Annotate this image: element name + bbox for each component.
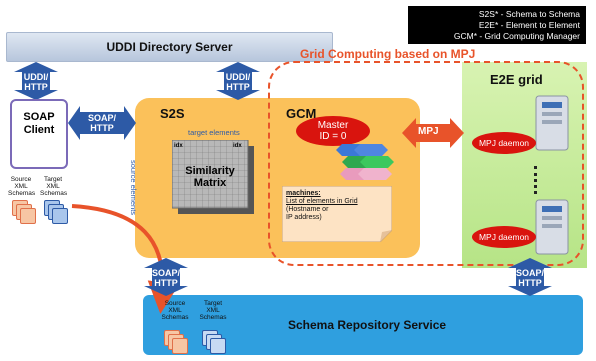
uddi-http-label-left: UDDI/ HTTP [23,72,49,92]
client-source-schema-stack-icon [12,200,36,224]
soap-http-label-client: SOAP/ HTTP [87,113,116,133]
machines-note-text: machines: List of elements in Grid (Host… [286,190,358,222]
legend-line-gcm: GCM* - Grid Computing Manager [453,31,580,41]
repo-source-schemas-label: Source XML Schemas [161,300,189,321]
client-source-schemas-label: Source XML Schemas [8,176,36,197]
mpj-arrow [402,118,464,148]
s2s-label: S2S [160,106,185,121]
machines-line1: List of elements in Grid [286,198,358,205]
master-label: Master [317,120,349,131]
repo-target-schemas-label: Target XML Schemas [199,300,227,321]
machines-line2: (Hostname or [286,206,329,213]
repo-source-schema-stack-icon [164,330,190,356]
grid-title: Grid Computing based on MPJ [300,47,476,61]
uddi-http-arrow-left [14,62,58,100]
mpj-daemon-2: MPJ daemon [472,226,536,248]
mpj-label: MPJ [418,126,439,137]
hexagon-stack-icon [336,144,394,180]
similarity-matrix [172,140,254,214]
gcm-label: GCM [286,106,317,121]
grid-ellipsis [534,166,540,194]
master-node: Master ID = 0 [296,116,370,146]
server-tower-icon-2 [535,199,569,255]
mpj-daemon-1: MPJ daemon [472,132,536,154]
legend-box: S2S* - Schema to Schema E2E* - Element t… [408,6,586,44]
soap-http-arrow-client [68,106,136,140]
legend-line-e2e: E2E* - Element to Element [478,20,580,30]
master-id: ID = 0 [319,131,347,142]
client-target-schema-stack-icon [44,200,68,224]
idx-label-2: idx [233,143,242,149]
e2e-grid-title: E2E grid [490,72,543,87]
uddi-http-arrow-mid [216,62,260,100]
machines-line3: IP address) [286,214,322,221]
repo-target-schema-stack-icon [202,330,228,356]
server-tower-icon-1 [535,95,569,151]
idx-label-1: idx [174,143,183,149]
grid-boundary [268,61,584,266]
soap-client-box: SOAP Client [10,99,68,169]
uddi-http-label-mid: UDDI/ HTTP [225,72,251,92]
soap-http-arrow-right [508,258,552,296]
target-elements-label: target elements [188,128,240,137]
machines-title: machines: [286,190,321,197]
similarity-matrix-label: Similarity Matrix [185,165,235,189]
source-elements-label: source elements [129,160,138,216]
machines-note [282,186,392,242]
uddi-directory-server: UDDI Directory Server [6,32,333,62]
soap-http-arrow-bottom [144,258,188,296]
soap-http-label-right: SOAP/ HTTP [515,268,544,288]
legend-line-s2s: S2S* - Schema to Schema [478,9,580,19]
repository-title: Schema Repository Service [288,318,447,332]
client-target-schemas-label: Target XML Schemas [40,176,68,197]
soap-http-label-bottom: SOAP/ HTTP [151,268,180,288]
